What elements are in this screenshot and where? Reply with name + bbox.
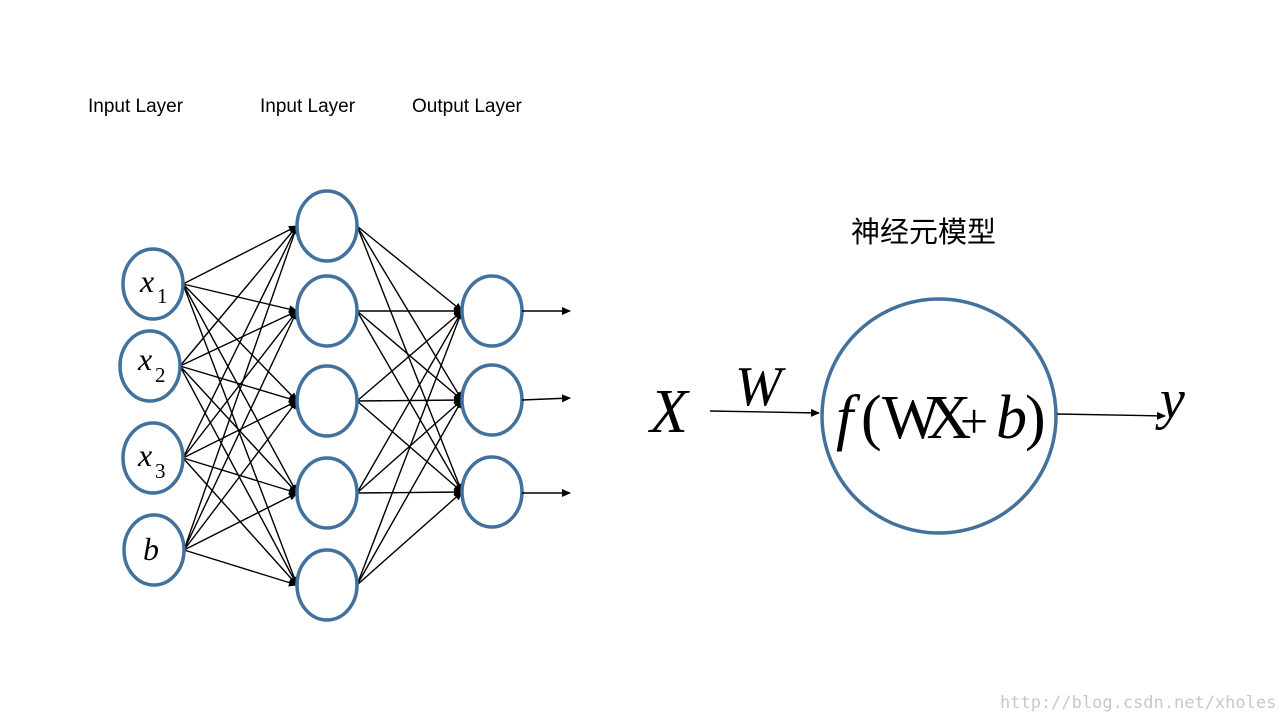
connection-edge (182, 225, 298, 459)
input-subscript: 1 (157, 284, 168, 308)
input-symbol: x (137, 437, 152, 473)
connection-edge (179, 225, 298, 367)
output-node (460, 455, 524, 529)
connection-edge (356, 225, 463, 401)
connection-edge (183, 549, 298, 587)
layer-label-input: Input Layer (88, 96, 184, 117)
connection-edge (179, 310, 298, 367)
hidden-node (295, 456, 359, 530)
connection-edge (182, 400, 298, 459)
input-node-x1: x 1 (121, 247, 185, 321)
function-paren-open: ( (861, 384, 882, 452)
network-edges (179, 225, 463, 587)
connection-edge (183, 225, 299, 551)
layer-label-hidden: Input Layer (260, 96, 356, 117)
input-symbol-X: X (647, 378, 690, 446)
output-layer (460, 274, 524, 529)
weight-arrow (709, 408, 820, 417)
output-node (460, 274, 524, 348)
input-symbol: x (137, 341, 152, 377)
output-symbol-y: y (1155, 369, 1185, 431)
connection-edge (182, 310, 298, 459)
connection-edge (356, 225, 463, 312)
weight-symbol-W: W (735, 356, 786, 418)
connection-edge (182, 283, 298, 586)
connection-edge (356, 225, 463, 493)
layer-label-output: Output Layer (412, 96, 523, 117)
hidden-node (295, 548, 359, 622)
connection-edge (356, 310, 463, 586)
output-node (460, 363, 524, 437)
connection-edge (183, 492, 298, 551)
activation-function: f ( WX + b ) (836, 384, 1046, 452)
input-symbol: x (139, 263, 154, 299)
output-arrows (521, 307, 571, 497)
neuron-body (820, 297, 1058, 535)
function-plus: + (960, 393, 988, 449)
hidden-layer (295, 189, 359, 622)
input-subscript: 3 (155, 459, 166, 483)
connection-edge (356, 396, 463, 405)
input-symbol: b (143, 531, 159, 567)
connection-edge (183, 310, 298, 551)
function-wx: WX (882, 384, 971, 452)
input-node-b: b (122, 513, 186, 587)
input-node-x2: x 2 (118, 329, 182, 403)
function-paren-close: ) (1025, 384, 1046, 452)
hidden-node (295, 189, 359, 263)
connection-edge (356, 399, 463, 586)
input-node-x3: x 3 (121, 421, 185, 495)
connection-edge (356, 310, 463, 494)
output-arrow-y (1056, 411, 1166, 420)
connection-edge (356, 491, 463, 586)
connection-edge (179, 365, 298, 403)
function-b: b (996, 384, 1027, 452)
neuron-model-title: 神经元模型 (851, 215, 996, 249)
watermark-url: http://blog.csdn.net/xholes (1000, 693, 1276, 713)
hidden-node (295, 274, 359, 348)
connection-edge (182, 225, 298, 285)
connection-edge (183, 400, 298, 551)
output-arrow (521, 394, 571, 403)
hidden-node (295, 364, 359, 438)
connection-edge (356, 310, 463, 402)
input-subscript: 2 (155, 363, 166, 387)
connection-edge (182, 283, 298, 314)
